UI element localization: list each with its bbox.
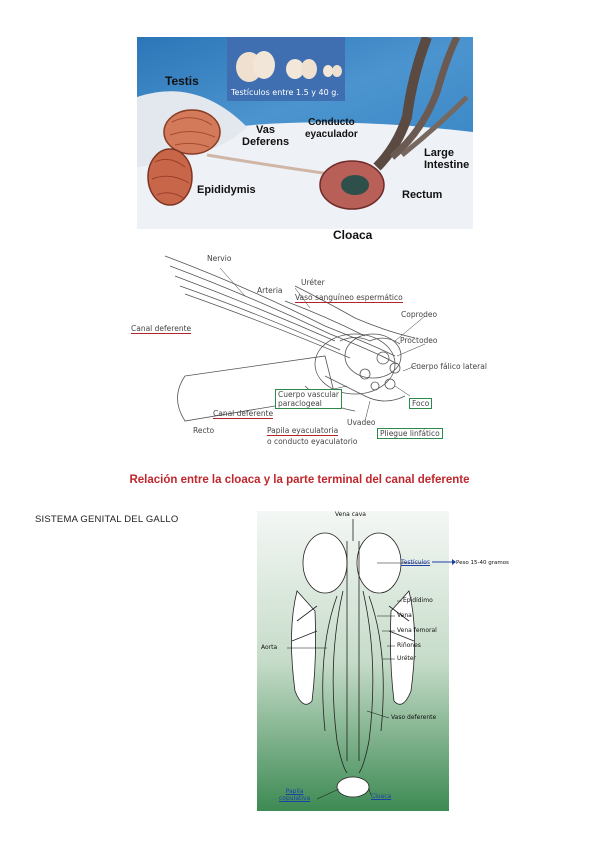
label-vaso-deferente: Vaso deferente	[391, 714, 437, 721]
label-recto: Recto	[193, 426, 215, 435]
label-rinones: Riñones	[397, 642, 421, 649]
genital-system-diagram: Vena cava Testículos Epidídimo Vena Vena…	[257, 511, 449, 811]
label-papila-copulativa[interactable]: Papila copulativa	[279, 788, 311, 802]
diagram-artwork	[287, 519, 427, 800]
section-title: SISTEMA GENITAL DEL GALLO	[35, 514, 179, 525]
label-large-intestine: Large Intestine	[424, 147, 470, 171]
label-nervio: Nervio	[207, 254, 232, 263]
label-pliegue-linfatico: Pliegue linfático	[377, 428, 443, 439]
label-rectum: Rectum	[402, 189, 443, 201]
testicle-sizes-artwork	[236, 51, 342, 82]
label-vena-cava: Vena cava	[335, 511, 366, 518]
label-ureter: Uréter	[301, 278, 325, 287]
label-arteria: Arteria	[257, 286, 283, 295]
label-papila-eyaculatoria: Papila eyaculatoria	[267, 426, 339, 436]
label-cuerpo-vascular: Cuerpo vascular paraclogeal	[275, 389, 343, 409]
label-vaso-sanguineo: Vaso sanguíneo espermático	[295, 293, 403, 303]
label-conducto-eyaculador: Conducto eyaculador	[305, 117, 358, 140]
label-epididymis: Epididymis	[197, 184, 256, 196]
label-vas-deferens: Vas Deferens	[242, 124, 290, 148]
label-testiculos[interactable]: Testículos	[401, 559, 431, 566]
label-cloaca: Cloaca	[333, 228, 373, 242]
drawing-artwork	[164, 255, 426, 422]
label-epididimo: Epidídimo	[403, 597, 433, 604]
label-vena-femoral: Vena femoral	[397, 627, 437, 634]
testicle-sizes-inset: Testículos entre 1.5 y 40 g.	[227, 37, 345, 101]
weight-note: Peso 15-40 gramos	[456, 560, 509, 566]
label-aorta: Aorta	[261, 644, 278, 651]
label-canal-deferente-left: Canal deferente	[131, 324, 192, 334]
inset-caption: Testículos entre 1.5 y 40 g.	[231, 88, 339, 97]
label-foco: Foco	[409, 398, 433, 409]
label-conducto-eyaculatorio: o conducto eyaculatorio	[267, 437, 358, 446]
label-uvadeo: Uvadeo	[347, 418, 376, 427]
label-ureter-diagram: Uréter	[397, 655, 416, 662]
photo-artwork	[137, 37, 473, 229]
label-vena: Vena	[397, 612, 412, 619]
label-cuerpo-falico-lateral: Cuerpo fálico lateral	[411, 362, 487, 371]
label-coprodeo: Coprodeo	[401, 310, 438, 319]
arrow-icon	[432, 559, 456, 565]
label-testis: Testis	[165, 74, 199, 88]
anatomy-photo: Testículos entre 1.5 y 40 g. Testis Vas …	[137, 37, 473, 229]
label-canal-deferente-bottom: Canal deferente	[213, 409, 274, 419]
cloaca-drawing: Nervio Uréter Arteria Vaso sanguíneo esp…	[125, 246, 487, 446]
figure-caption: Relación entre la cloaca y la parte term…	[129, 474, 470, 486]
label-proctodeo: Proctodeo	[400, 336, 438, 345]
label-cloaca-diagram[interactable]: Cloaca	[371, 793, 392, 800]
